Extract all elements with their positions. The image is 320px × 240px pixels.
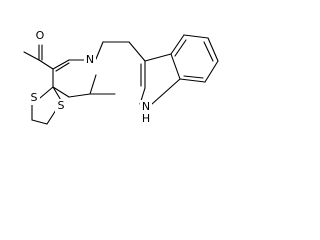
bond-ch2-c3-indole bbox=[128, 41, 146, 62]
bond-benzene-5-inner bbox=[183, 75, 204, 79]
bond-ring-c3-ch2 bbox=[52, 86, 70, 98]
sulfur-bottom-label-bg bbox=[55, 99, 67, 113]
bond-spiro-s-top bbox=[39, 86, 54, 99]
bond-n-ch2-top bbox=[95, 41, 104, 60]
chemical-structure: O N S S N H bbox=[23, 29, 219, 126]
bond-benzene-3 bbox=[207, 37, 219, 62]
bond-benzene-5 bbox=[179, 78, 206, 83]
bond-dithiolane-ch2-c bbox=[46, 109, 57, 125]
bond-benzene-2 bbox=[183, 34, 209, 39]
bond-benzene-4 bbox=[204, 60, 219, 83]
sulfur-top-atom-label: S bbox=[31, 91, 38, 104]
nitrogen-indole-atom-label: N bbox=[142, 100, 150, 113]
bond-c3-c3a bbox=[144, 53, 172, 62]
bond-dithiolane-ch2-b bbox=[31, 119, 48, 125]
bond-ring-c2-c1-double bbox=[52, 59, 70, 70]
oxygen-label-bg bbox=[34, 29, 46, 43]
nitrogen-indole-label-bg bbox=[140, 100, 152, 114]
hydrogen-indole-label-bg bbox=[140, 113, 152, 126]
hydrogen-indole-atom-label: H bbox=[142, 112, 150, 125]
bond-benzene-1 bbox=[170, 34, 185, 55]
bond-carbonyl-ring bbox=[38, 59, 54, 70]
sulfur-bottom-atom-label: S bbox=[58, 99, 65, 112]
bond-c3a-c7a bbox=[170, 53, 181, 80]
bond-benzene-1-inner bbox=[174, 39, 187, 57]
bond-methyl-carbonyl bbox=[23, 51, 40, 61]
bond-c7a-nh bbox=[151, 78, 181, 105]
nitrogen-ring-atom-label: N bbox=[86, 53, 94, 66]
bond-ring-c1-c1-inner bbox=[55, 62, 70, 72]
bond-benzene-3-inner bbox=[203, 41, 214, 62]
bond-ring-cbridge-n bbox=[89, 74, 97, 95]
oxygen-atom-label: O bbox=[36, 29, 45, 42]
sulfur-top-label-bg bbox=[28, 91, 40, 105]
bond-ring-ch2-cbridge bbox=[68, 93, 91, 98]
nitrogen-ring-label-bg bbox=[84, 53, 96, 67]
